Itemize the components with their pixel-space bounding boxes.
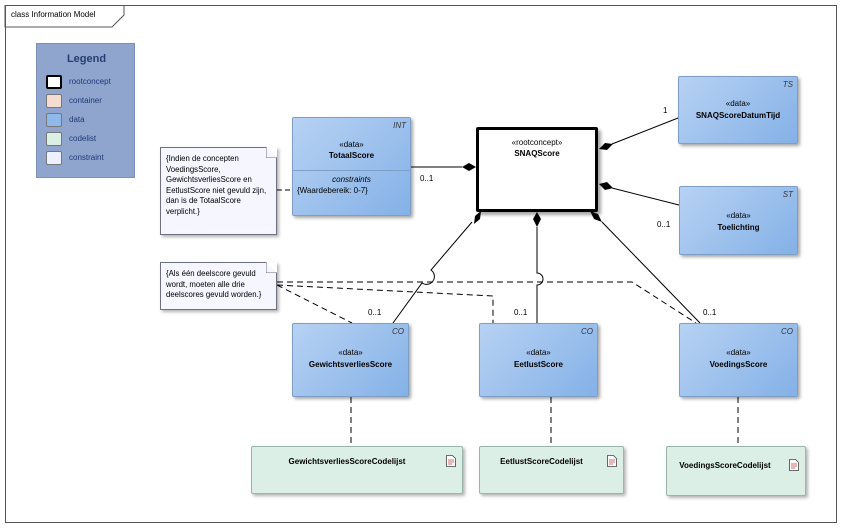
gewichtsverlies-type-tag: CO [392, 327, 404, 336]
aggregation-diamond-toelichting [599, 182, 613, 190]
aggregation-diamond-gewichtsverlies [474, 211, 481, 224]
association-gewichtsverlies [392, 221, 473, 324]
association-toelichting [611, 187, 680, 206]
note-link-eetlust [276, 284, 494, 323]
note-totaalscore[interactable]: {Indien de concepten VoedingsScore, Gewi… [160, 147, 277, 235]
datumtijd-name: SNAQScoreDatumTijd [695, 111, 781, 120]
voedings-type-tag: CO [781, 327, 793, 336]
totaalscore-separator [293, 170, 410, 171]
multiplicity-voedings: 0..1 [703, 308, 717, 317]
aggregation-diamond-voedings [590, 211, 602, 222]
note-deelscore-text: {Als één deelscore gevuld wordt, moeten … [166, 269, 262, 299]
class-gewichtsverliesscorecodelijst[interactable]: GewichtsverliesScoreCodelijst [251, 446, 463, 494]
legend-label-rootconcept: rootconcept [69, 77, 111, 86]
legend: Legend rootconcept container data codeli… [36, 43, 135, 178]
note-link-voedings [277, 281, 697, 324]
association-datumtijd [611, 117, 679, 145]
multiplicity-totaalscore: 0..1 [420, 174, 434, 183]
note-fold-icon [266, 147, 277, 158]
codelist-document-icon [607, 455, 617, 467]
multiplicity-eetlust: 0..1 [514, 308, 528, 317]
class-voedingsscore[interactable]: CO «data» VoedingsScore [679, 323, 798, 397]
legend-label-codelist: codelist [69, 134, 97, 143]
eetlust-type-tag: CO [581, 327, 593, 336]
snaqscore-name: SNAQScore [514, 149, 560, 158]
codelist-document-icon [789, 459, 799, 471]
totaalscore-type-tag: INT [393, 121, 406, 130]
class-toelichting[interactable]: ST «data» Toelichting [679, 186, 798, 255]
aggregation-diamond-totaalscore [462, 163, 476, 171]
class-voedingsscorecodelijst[interactable]: VoedingsScoreCodelijst [666, 446, 806, 496]
totaalscore-name: TotaalScore [328, 151, 375, 160]
multiplicity-toelichting: 0..1 [657, 220, 671, 229]
toelichting-type-tag: ST [782, 190, 793, 199]
toelichting-name: Toelichting [717, 223, 760, 232]
legend-label-constraint: constraint [69, 153, 104, 162]
multiplicity-gewichtsverlies: 0..1 [368, 308, 382, 317]
legend-swatch-data [46, 113, 62, 127]
legend-swatch-container [46, 94, 62, 108]
legend-label-container: container [69, 96, 102, 105]
gewichtsverlies-stereotype: «data» [338, 348, 363, 357]
toelichting-stereotype: «data» [726, 211, 751, 220]
aggregation-diamond-eetlust [533, 212, 541, 227]
legend-label-data: data [69, 115, 85, 124]
totaalscore-constraints-header: constraints [332, 175, 371, 184]
class-eetlustscore[interactable]: CO «data» EetlustScore [479, 323, 598, 397]
voedings-name: VoedingsScore [709, 360, 768, 369]
note-totaalscore-text: {Indien de concepten VoedingsScore, Gewi… [166, 154, 267, 216]
gewichtsverlies-codelijst-name: GewichtsverliesScoreCodelijst [288, 457, 406, 466]
class-snaqscore[interactable]: «rootconcept» SNAQScore [476, 127, 598, 212]
legend-swatch-rootconcept [46, 75, 62, 89]
gewichtsverlies-name: GewichtsverliesScore [308, 360, 393, 369]
diagram-frame [5, 5, 837, 523]
eetlust-stereotype: «data» [526, 348, 551, 357]
voedings-stereotype: «data» [726, 348, 751, 357]
note-deelscore[interactable]: {Als één deelscore gevuld wordt, moeten … [160, 262, 277, 310]
legend-swatch-constraint [46, 151, 62, 165]
note-fold-icon [266, 262, 277, 273]
association-voedings [601, 221, 701, 324]
class-gewichtsverliesscore[interactable]: CO «data» GewichtsverliesScore [292, 323, 409, 397]
class-eetlustscorecodelijst[interactable]: EetlustScoreCodelijst [479, 446, 624, 494]
legend-swatch-codelist [46, 132, 62, 146]
totaalscore-constraint: {Waardebereik: 0-7} [297, 186, 368, 195]
class-snaqscoredatumtijd[interactable]: TS «data» SNAQScoreDatumTijd [678, 76, 798, 144]
frame-tab-outline [4, 5, 125, 28]
datumtijd-type-tag: TS [782, 80, 793, 89]
datumtijd-stereotype: «data» [725, 99, 751, 108]
class-totaalscore[interactable]: INT «data» TotaalScore constraints {Waar… [292, 117, 411, 216]
association-eetlust [536, 227, 544, 323]
voedings-codelijst-name: VoedingsScoreCodelijst [679, 461, 771, 470]
multiplicity-datumtijd: 1 [663, 106, 668, 115]
aggregation-diamond-datumtijd [599, 143, 613, 150]
note-link-gewichtsverlies [276, 284, 353, 324]
snaqscore-stereotype: «rootconcept» [511, 138, 563, 147]
totaalscore-stereotype: «data» [339, 140, 364, 149]
frame-title: class Information Model [11, 10, 96, 19]
codelist-document-icon [446, 455, 456, 467]
eetlust-name: EetlustScore [514, 360, 563, 369]
legend-title: Legend [66, 53, 107, 65]
eetlust-codelijst-name: EetlustScoreCodelijst [500, 457, 583, 466]
